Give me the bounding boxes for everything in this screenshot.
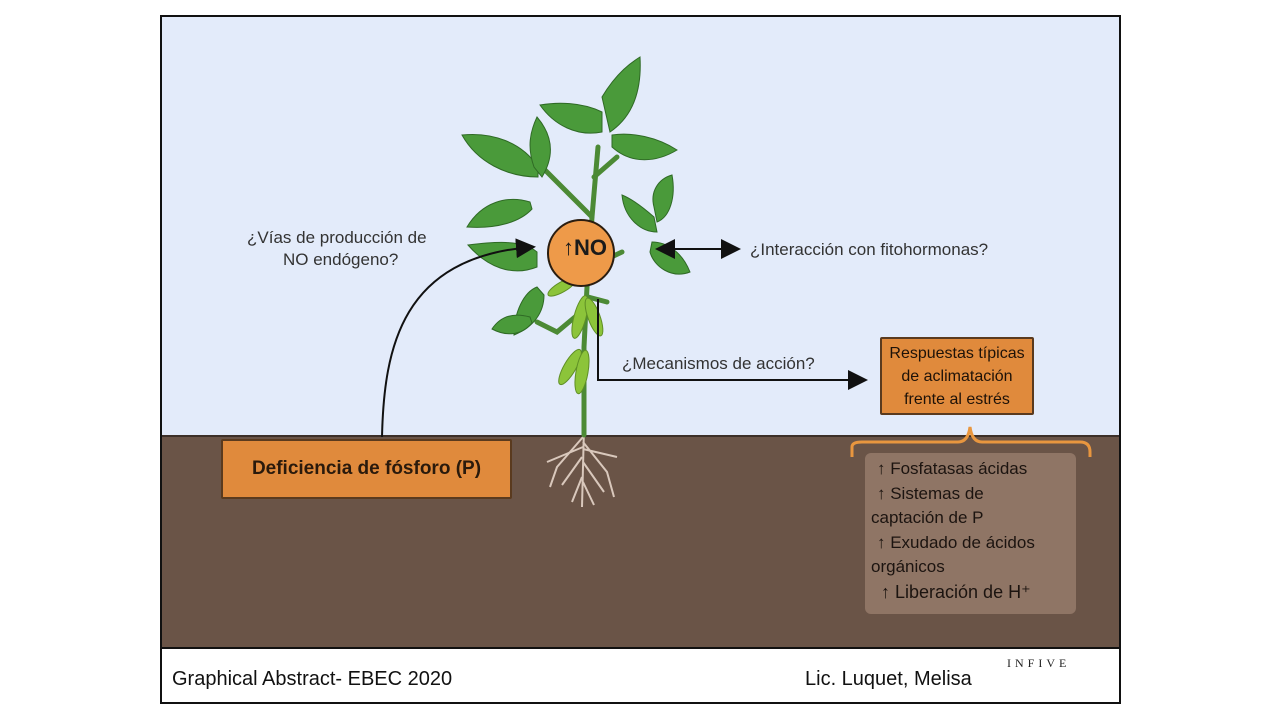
question-mecanismos: ¿Mecanismos de acción? <box>622 354 815 373</box>
leaves-icon <box>461 56 691 336</box>
footer: Graphical Abstract- EBEC 2020 Lic. Luque… <box>162 647 1119 702</box>
list-item: ↑ Sistemas de <box>877 483 984 503</box>
footer-author: Lic. Luquet, Melisa <box>805 668 972 690</box>
infive-logo-text: INFIVE <box>1007 656 1071 670</box>
deficiencia-fosforo-box: Deficiencia de fósforo (P) <box>221 439 512 499</box>
question-interaccion: ¿Interacción con fitohormonas? <box>750 240 989 259</box>
list-item: ↑ Liberación de H⁺ <box>881 581 1031 602</box>
arrow-deficiencia-to-no <box>381 238 536 438</box>
list-item: orgánicos <box>871 557 945 576</box>
list-item: ↑ Fosfatasas ácidas <box>877 459 1028 478</box>
plant-illustration <box>381 56 1092 508</box>
question-vias-produccion: ¿Vías de producción de NO endógeno? <box>247 228 427 269</box>
arrow-mecanismos <box>597 299 868 390</box>
list-item: captación de P <box>871 508 984 527</box>
graphical-abstract-frame: ↑NO ¿Vías de producción de NO endógeno? … <box>160 15 1121 704</box>
brace-icon <box>850 426 1092 457</box>
no-label: ↑NO <box>563 235 607 260</box>
seed-pods-icon <box>547 277 604 395</box>
list-item: ↑ Exudado de ácidos <box>877 532 1035 552</box>
footer-title: Graphical Abstract- EBEC 2020 <box>172 668 453 690</box>
responses-list-box: ↑ Fosfatasas ácidas ↑ Sistemas de captac… <box>865 453 1076 614</box>
no-circle <box>547 219 615 287</box>
roots-icon <box>546 426 618 508</box>
respuestas-box: Respuestas típicas de aclimatación frent… <box>880 337 1034 415</box>
